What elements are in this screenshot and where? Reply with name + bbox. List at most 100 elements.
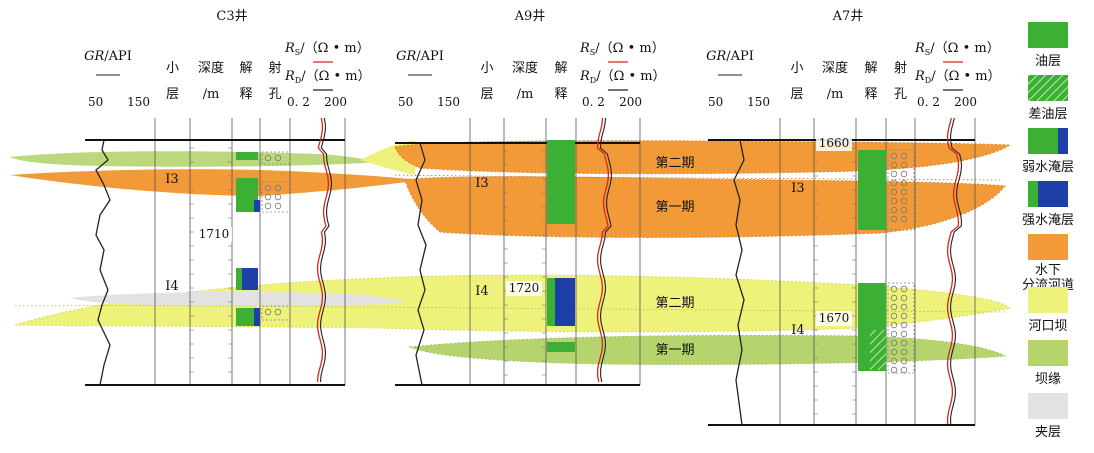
- well-title: C3井: [216, 9, 247, 24]
- well-title: A9井: [514, 9, 546, 24]
- gr-curve: [415, 142, 427, 386]
- column-header-col_interp-2: 释: [554, 87, 567, 102]
- facies-interlayer: [70, 291, 405, 307]
- legend-item-strong: 强水淹层: [1022, 181, 1074, 228]
- legend-label: 差油层: [1028, 107, 1067, 122]
- perforation-interval: [887, 282, 915, 374]
- rd-header: RD/（Ω • m）: [579, 69, 666, 85]
- legend-item-weak: 弱水淹层: [1022, 128, 1074, 175]
- column-header-col_perf: 射: [894, 60, 907, 76]
- period-label: 第一期: [655, 343, 694, 358]
- rd-curve: [319, 117, 333, 383]
- period-label: 第二期: [655, 296, 694, 311]
- depth-label: 1720: [509, 281, 540, 295]
- legend-label: 坝缘: [1035, 372, 1061, 387]
- rs-header: RS/（Ω • m）: [579, 41, 665, 57]
- column-header-col_interp: 解: [864, 61, 877, 76]
- facies-edge-upper-left: [10, 151, 378, 167]
- rs-curve: [946, 117, 960, 425]
- res-min: 0. 2: [287, 95, 310, 109]
- well-2: A9井 GR/API 50 150 小层 深度/m 解释 RS/（Ω • m） RD/（Ω • …: [395, 9, 666, 386]
- column-header-col_depth: 深度: [822, 60, 848, 76]
- perforation-interval: [261, 305, 291, 321]
- res-max: 200: [954, 95, 977, 109]
- gr-header: GR/API: [396, 49, 444, 64]
- facies-channel-second: [394, 140, 1012, 175]
- interp-oil: [547, 140, 575, 224]
- column-header-col_depth-2: /m: [203, 87, 220, 102]
- rs-curve: [316, 117, 330, 383]
- perforation-interval: [261, 181, 291, 213]
- legend-label: 油层: [1035, 54, 1061, 69]
- layer-label: Ⅰ4: [165, 279, 178, 294]
- depth-label: 1670: [819, 311, 850, 325]
- interp-water: [254, 200, 260, 212]
- gr-max: 150: [127, 95, 150, 109]
- perforation-interval: [261, 151, 291, 165]
- layer-label: Ⅰ4: [791, 323, 804, 338]
- column-header-col_depth-2: /m: [517, 87, 534, 102]
- res-min: 0. 2: [917, 95, 940, 109]
- column-header-col_interp: 解: [554, 61, 567, 76]
- interp-oil: [236, 178, 258, 188]
- rd-header: RD/（Ω • m）: [284, 69, 371, 85]
- legend-item-bar: 河口坝: [1028, 287, 1068, 334]
- gr-max: 150: [437, 95, 460, 109]
- layer-label: Ⅰ3: [475, 176, 488, 191]
- legend-label: 弱水淹层: [1022, 160, 1074, 175]
- gr-min: 50: [88, 95, 103, 109]
- column-header-col_perf-2: 孔: [894, 87, 907, 102]
- legend-label: 强水淹层: [1022, 213, 1074, 228]
- column-header-col_interp-2: 释: [239, 87, 252, 102]
- depth-label: 1710: [199, 227, 230, 241]
- interp-poor: [870, 330, 886, 370]
- legend-label: 河口坝: [1028, 319, 1067, 334]
- legend-label: 夹层: [1035, 425, 1061, 440]
- legend-item-inter: 夹层: [1028, 393, 1068, 440]
- column-header-col_interp-2: 释: [864, 87, 877, 102]
- gr-curve: [733, 139, 745, 426]
- interp-oil: [236, 308, 258, 326]
- res-max: 200: [619, 95, 642, 109]
- rs-curve: [596, 117, 610, 383]
- legend-item-oil: 油层: [1028, 22, 1068, 69]
- res-min: 0. 2: [582, 95, 605, 109]
- column-header-col_depth: 深度: [512, 60, 538, 76]
- layer-label: Ⅰ3: [791, 181, 804, 196]
- well-title: A7井: [832, 9, 864, 24]
- column-header-col_layer: 小: [480, 61, 493, 76]
- facies-bar-lower: [14, 274, 1012, 333]
- gr-max: 150: [747, 95, 770, 109]
- interp-oil: [236, 186, 258, 212]
- column-header-col_layer-2: 层: [480, 87, 493, 102]
- gr-header: GR/API: [84, 49, 132, 64]
- period-label: 第二期: [655, 156, 694, 171]
- rs-header: RS/（Ω • m）: [914, 41, 1000, 57]
- rs-header: RS/（Ω • m）: [284, 41, 370, 57]
- period-label: 第一期: [655, 200, 694, 215]
- column-header-col_perf: 射: [268, 60, 281, 76]
- column-header-col_layer-2: 层: [790, 87, 803, 102]
- column-header-col_layer-2: 层: [166, 87, 179, 102]
- column-header-col_perf-2: 孔: [268, 87, 281, 102]
- interp-oil: [547, 278, 555, 326]
- interp-oil: [236, 268, 242, 290]
- gr-min: 50: [708, 95, 723, 109]
- rd-curve: [599, 117, 612, 383]
- perforation-interval: [887, 149, 915, 231]
- interp-oil: [858, 150, 886, 230]
- facies-edge-lower: [408, 334, 1007, 366]
- depth-label: 1660: [819, 136, 850, 150]
- res-max: 200: [324, 95, 347, 109]
- rd-curve: [949, 117, 963, 425]
- gr-header: GR/API: [706, 49, 754, 64]
- legend-item-poor: 差油层: [1028, 75, 1068, 122]
- rd-header: RD/（Ω • m）: [914, 69, 1001, 85]
- gr-min: 50: [398, 95, 413, 109]
